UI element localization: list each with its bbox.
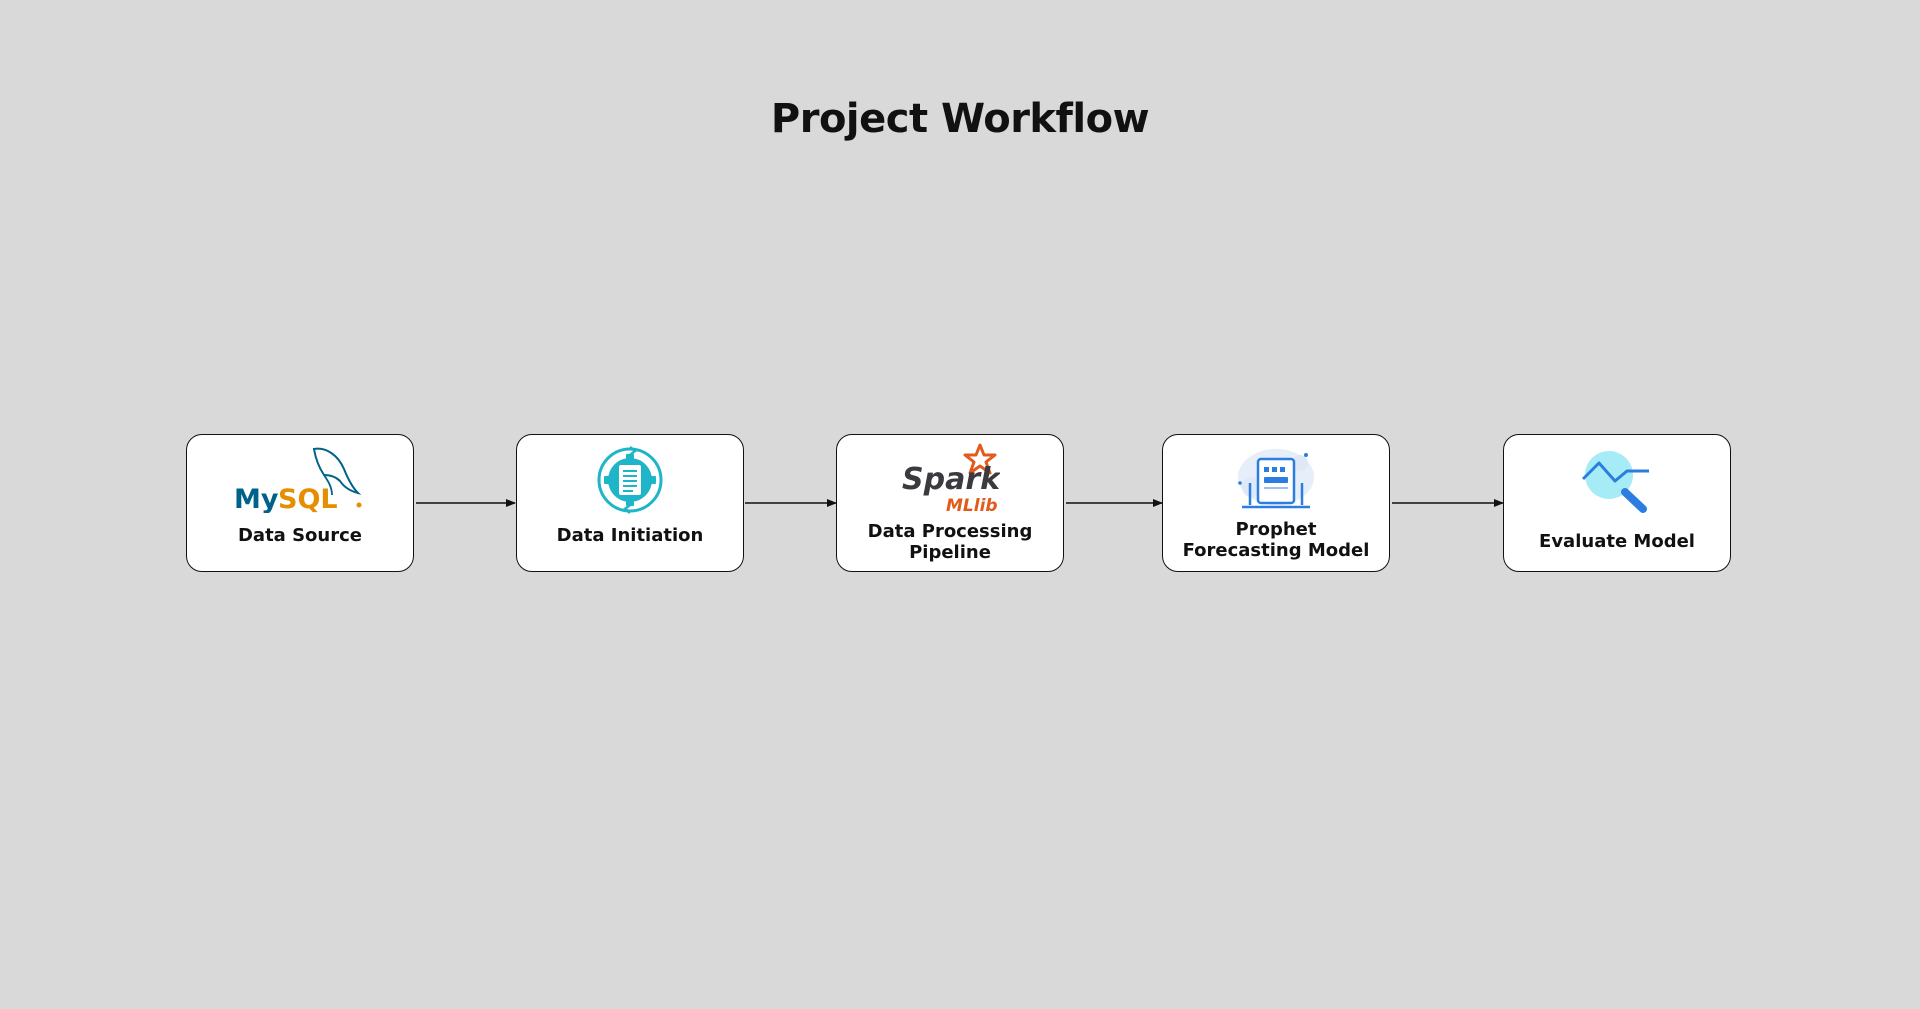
node-label: Data Source	[237, 525, 362, 546]
node-data-source[interactable]: My SQL Data Source	[186, 434, 414, 572]
mysql-logo-icon: My SQL	[234, 447, 362, 513]
spark-mllib-logo-icon: Spark MLlib	[902, 443, 1000, 515]
svg-text:MLlib: MLlib	[946, 496, 998, 515]
svg-text:My: My	[234, 484, 279, 513]
node-data-processing[interactable]: Spark MLlib Data Processing Pipeline	[836, 434, 1064, 572]
model-dashboard-icon	[1238, 449, 1314, 509]
node-label: Data Initiation	[556, 525, 704, 546]
node-prophet-model[interactable]: Prophet Forecasting Model	[1162, 434, 1390, 572]
node-label: Data Processing Pipeline	[867, 521, 1033, 563]
diagram-title: Project Workflow	[770, 96, 1150, 142]
svg-text:Spark: Spark	[902, 462, 1000, 497]
node-evaluate-model[interactable]: Evaluate Model	[1503, 434, 1731, 572]
data-gear-icon	[597, 446, 663, 514]
node-label: Evaluate Model	[1539, 531, 1695, 552]
node-data-initiation[interactable]: Data Initiation	[516, 434, 744, 572]
svg-text:SQL: SQL	[278, 484, 338, 513]
node-label: Prophet Forecasting Model	[1182, 519, 1370, 561]
chart-magnifier-icon	[1581, 451, 1649, 513]
